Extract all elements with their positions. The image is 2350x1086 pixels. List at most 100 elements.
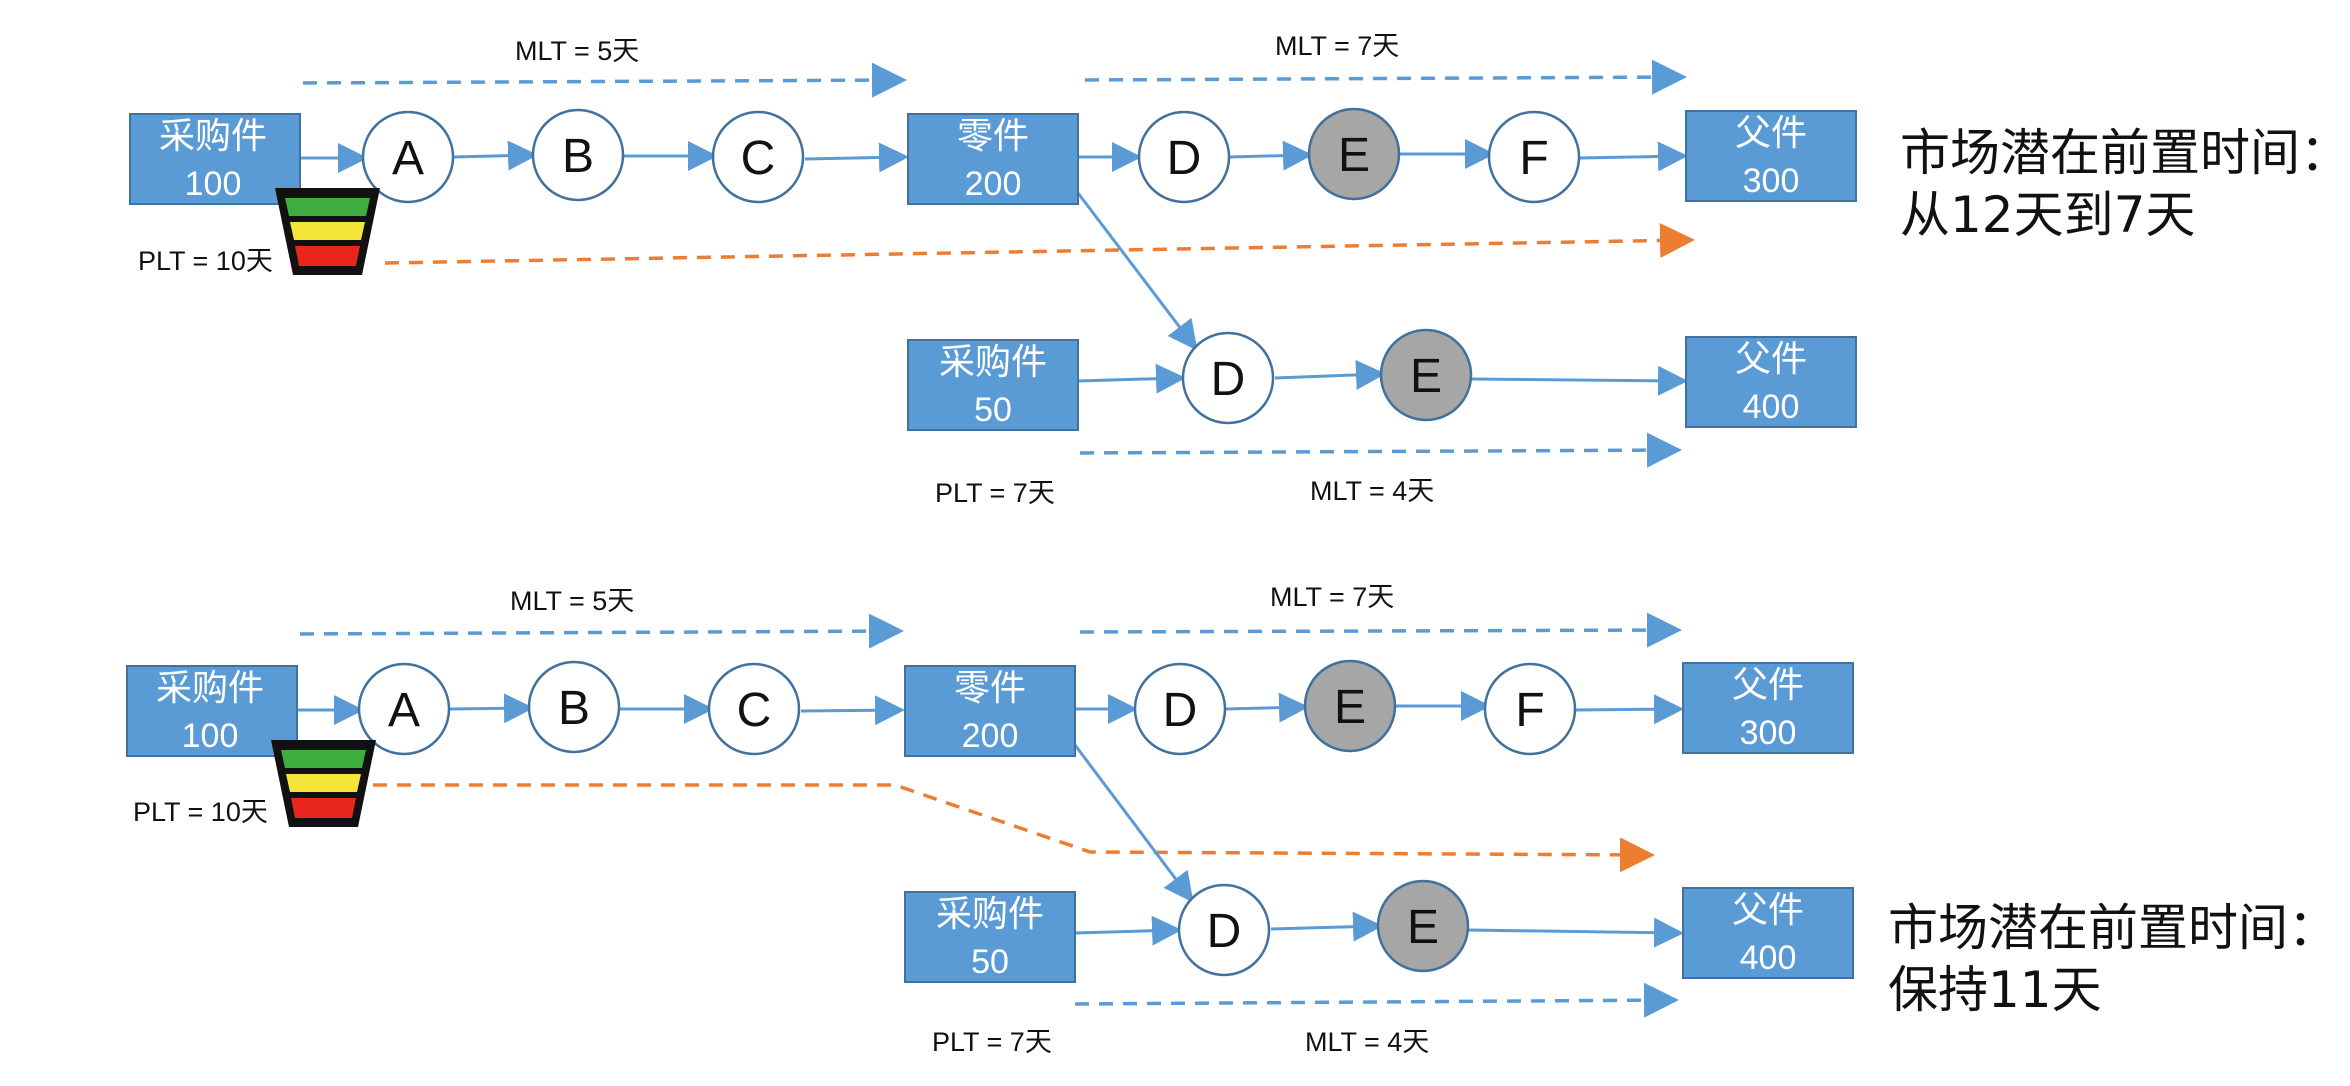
buffer-funnel-icon [275,188,380,275]
node-e-1: E [1303,659,1397,753]
svg-text:200: 200 [965,165,1022,203]
svg-text:E: E [1334,681,1366,734]
flow-arrow [1579,141,1688,172]
plt-label-2: PLT = 7天 [935,478,1055,508]
svg-text:采购件: 采购件 [159,115,267,156]
flow-arrow [1270,911,1383,942]
svg-text:零件: 零件 [954,667,1026,708]
node-d-1: D [1137,110,1231,204]
node-d-2: D [1181,331,1275,425]
flow-arrow [1074,915,1182,946]
mlt-label-2: MLT = 7天 [1270,582,1394,612]
svg-text:50: 50 [974,391,1012,429]
svg-text:D: D [1163,684,1198,737]
svg-text:D: D [1207,905,1242,958]
svg-text:父件: 父件 [1732,664,1804,705]
svg-text:100: 100 [185,165,242,203]
flow-arrow [1229,140,1313,171]
node-f: F [1487,110,1581,204]
plt-arrow [373,783,1655,873]
mlt-arrow-1 [299,613,904,649]
plt-label-2: PLT = 7天 [932,1027,1052,1057]
flow-arrow [453,140,538,171]
svg-text:采购件: 采购件 [936,893,1044,934]
flow-arrow [1467,917,1684,948]
svg-text:B: B [562,130,594,183]
flow-arrow [1471,365,1688,396]
flow-arrow [804,142,909,173]
svg-text:F: F [1515,684,1544,737]
svg-text:零件: 零件 [957,115,1029,156]
svg-text:D: D [1211,353,1246,406]
svg-text:400: 400 [1740,939,1797,977]
mlt-arrow-2 [1084,59,1687,95]
svg-text:父件: 父件 [1735,338,1807,379]
box-parent-400: 父件 400 [1682,887,1854,979]
svg-text:F: F [1519,132,1548,185]
mlt-arrow-3 [1079,432,1682,468]
node-c: C [707,662,801,756]
node-a: A [361,110,455,204]
note-line-1: 市场潜在前置时间： [1900,124,2350,182]
svg-text:父件: 父件 [1735,112,1807,153]
node-e-2: E [1379,328,1473,422]
box-part-200: 零件 200 [907,113,1079,205]
box-purchase-100: 采购件 100 [129,113,301,205]
flow-arrow [1274,359,1386,390]
box-part-200: 零件 200 [904,665,1076,757]
svg-text:采购件: 采购件 [156,667,264,708]
svg-text:300: 300 [1743,162,1800,200]
svg-text:D: D [1167,132,1202,185]
flow-arrow [449,693,534,724]
flow-arrow [1077,363,1186,394]
note-line-2: 从12天到7天 [1900,186,2195,244]
bottom-diagram: MLT = 5天 MLT = 7天 MLT = 4天 PLT = 10天 PLT… [126,582,2338,1057]
svg-text:A: A [392,132,424,185]
svg-text:100: 100 [182,717,239,755]
node-f: F [1483,662,1577,756]
buffer-funnel-icon [271,740,376,827]
node-d-1: D [1133,662,1227,756]
mlt-arrow-2 [1079,612,1682,648]
node-e-2: E [1376,879,1470,973]
node-c: C [711,110,805,204]
note-line-2: 保持11天 [1888,961,2102,1019]
svg-text:E: E [1407,901,1439,954]
plt-label-1: PLT = 10天 [138,246,273,276]
plt-label-1: PLT = 10天 [133,797,268,827]
box-parent-300: 父件 300 [1682,662,1854,754]
box-purchase-50: 采购件 50 [907,339,1079,431]
svg-text:200: 200 [962,717,1019,755]
mlt-label-3: MLT = 4天 [1305,1027,1429,1057]
svg-text:E: E [1338,129,1370,182]
svg-text:50: 50 [971,943,1009,981]
flow-arrow [800,695,905,726]
node-b: B [527,660,621,754]
svg-text:C: C [741,132,776,185]
flow-arrow [1076,192,1198,351]
mlt-label-1: MLT = 5天 [515,36,639,66]
mlt-label-2: MLT = 7天 [1275,31,1399,61]
svg-text:采购件: 采购件 [939,341,1047,382]
box-purchase-100: 采购件 100 [126,665,298,757]
mlt-arrow-1 [302,62,907,98]
svg-text:300: 300 [1740,714,1797,752]
flow-arrow [1225,692,1309,723]
svg-text:父件: 父件 [1732,889,1804,930]
svg-text:B: B [558,682,590,735]
top-diagram: MLT = 5天 MLT = 7天 MLT = 4天 PLT = 10天 PLT… [129,31,2350,508]
svg-text:A: A [388,684,420,737]
node-a: A [357,662,451,756]
box-purchase-50: 采购件 50 [904,891,1076,983]
mlt-label-3: MLT = 4天 [1310,476,1434,506]
flow-arrow [1073,744,1194,903]
node-d-2: D [1177,883,1271,977]
svg-text:E: E [1410,350,1442,403]
plt-arrow [384,222,1695,265]
flow-arrow [1575,694,1684,725]
note-line-1: 市场潜在前置时间： [1888,899,2338,957]
box-parent-400: 父件 400 [1685,336,1857,428]
svg-text:C: C [737,684,772,737]
svg-text:400: 400 [1743,388,1800,426]
